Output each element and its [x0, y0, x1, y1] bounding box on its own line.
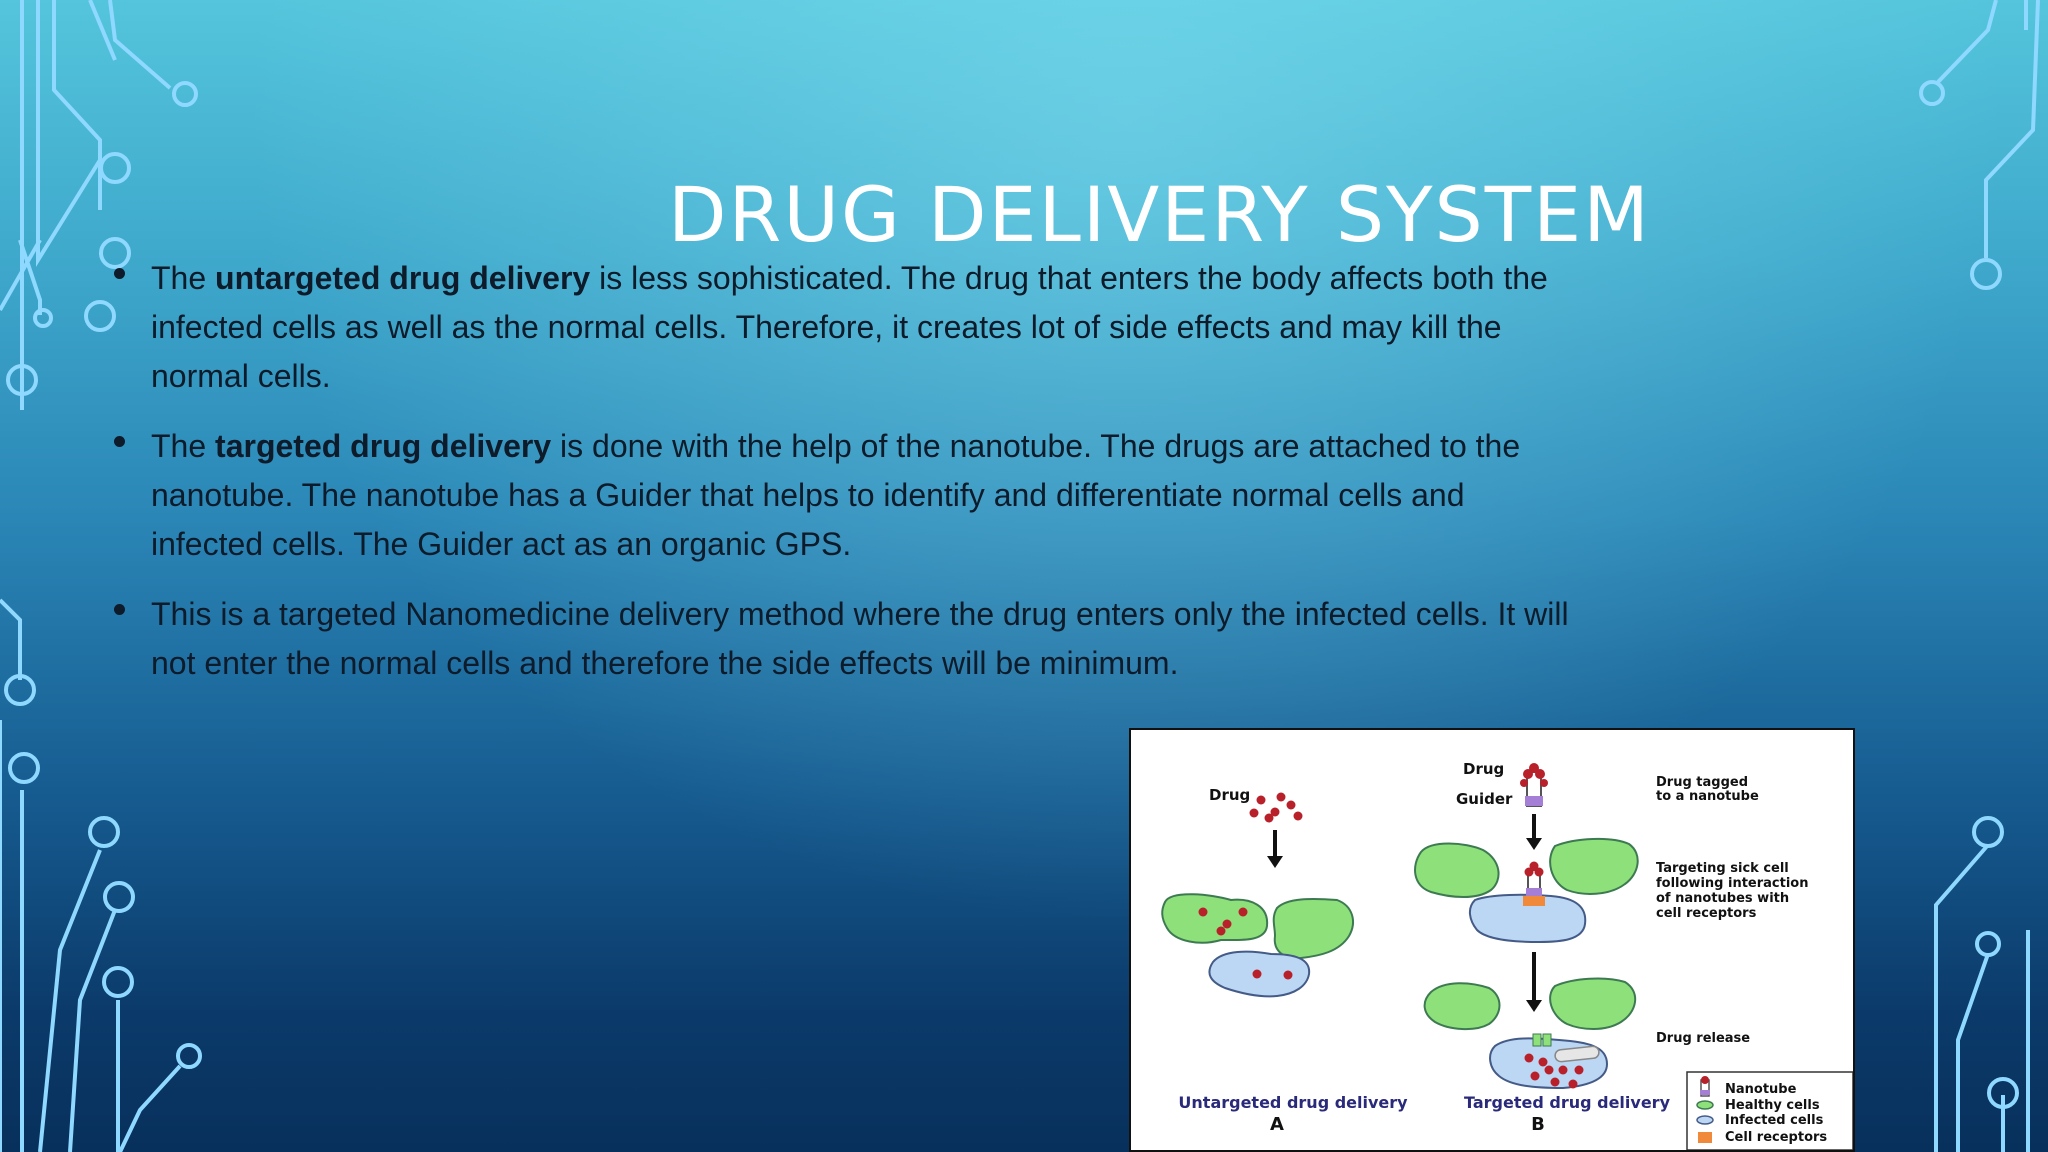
slide-title: DRUG DELIVERY SYSTEM [668, 170, 1651, 259]
legend-infected-cells: Infected cells [1725, 1113, 1824, 1128]
panel-a-healthy-cell [1272, 897, 1354, 960]
nanotube-icon [1700, 1076, 1710, 1097]
panel-b-letter: B [1531, 1114, 1545, 1135]
panel-b-drug-label: Drug [1463, 760, 1504, 778]
panel-a-arrow [1267, 830, 1283, 868]
panel-b-healthy-cell [1414, 842, 1500, 898]
annotation-targeting: cell receptors [1656, 906, 1757, 921]
diagram-canvas: Drug Untargeted drug delivery A Drug Gui… [1161, 760, 1853, 1150]
bullet-text: The [151, 260, 216, 296]
panel-b-caption: Targeted drug delivery [1464, 1093, 1671, 1112]
panel-a-healthy-cell [1161, 893, 1269, 944]
panel-a-drug-in-cells [1198, 907, 1293, 980]
panel-a-drug-label: Drug [1209, 786, 1250, 804]
annotation-targeting: following interaction [1656, 876, 1808, 891]
cell-receptor-icon [1698, 1132, 1712, 1143]
annotation-drug-release: Drug release [1656, 1031, 1750, 1046]
panel-b-released-drug [1524, 1053, 1584, 1089]
bullet-bold-term: targeted drug delivery [215, 428, 552, 464]
drug-delivery-diagram: Drug Untargeted drug delivery A Drug Gui… [1129, 728, 1855, 1152]
bullet-text: This is a targeted Nanomedicine delivery… [151, 596, 1569, 681]
legend-cell-receptors: Cell receptors [1725, 1130, 1827, 1145]
bullet-text: The [151, 428, 216, 464]
panel-b-guider-label: Guider [1456, 790, 1513, 808]
bullet-list: The untargeted drug delivery is less sop… [110, 254, 1580, 709]
legend-nanotube: Nanotube [1725, 1082, 1797, 1097]
annotation-drug-tagged: Drug tagged [1656, 775, 1748, 790]
circuit-decoration-left [0, 0, 202, 1152]
panel-a-drug-particles [1249, 792, 1303, 823]
panel-a-caption: Untargeted drug delivery [1178, 1093, 1408, 1112]
panel-b-healthy-cell [1423, 982, 1501, 1030]
bullet-targeted: The targeted drug delivery is done with … [110, 422, 1580, 569]
infected-cell-icon [1696, 1115, 1714, 1125]
bullet-nanomedicine: This is a targeted Nanomedicine delivery… [110, 590, 1580, 688]
panel-a-letter: A [1270, 1114, 1284, 1135]
annotation-drug-tagged: to a nanotube [1656, 789, 1759, 804]
nanotube-with-drug [1520, 763, 1548, 807]
released-nanotube [1554, 1045, 1600, 1063]
circuit-decoration-right [1919, 0, 2040, 1152]
annotation-targeting: Targeting sick cell [1656, 861, 1789, 876]
bullet-untargeted: The untargeted drug delivery is less sop… [110, 254, 1580, 401]
bullet-bold-term: untargeted drug delivery [215, 260, 591, 296]
legend-healthy-cells: Healthy cells [1725, 1098, 1820, 1113]
panel-b-healthy-cell [1549, 837, 1639, 895]
cell-receptors [1532, 1033, 1552, 1047]
healthy-cell-icon [1696, 1100, 1714, 1110]
annotation-targeting: of nanotubes with [1656, 891, 1789, 906]
panel-b-healthy-cell [1549, 977, 1636, 1030]
nanotube-docking [1523, 861, 1545, 906]
bullet-text: is done with the help of the nanotube. T… [151, 428, 1521, 562]
diagram-legend: Nanotube Healthy cells Infected cells Ce… [1686, 1071, 1853, 1150]
panel-b-arrow-top [1526, 814, 1542, 850]
bullet-text: is less sophisticated. The drug that ent… [151, 260, 1548, 394]
panel-b-arrow-middle [1526, 952, 1542, 1012]
